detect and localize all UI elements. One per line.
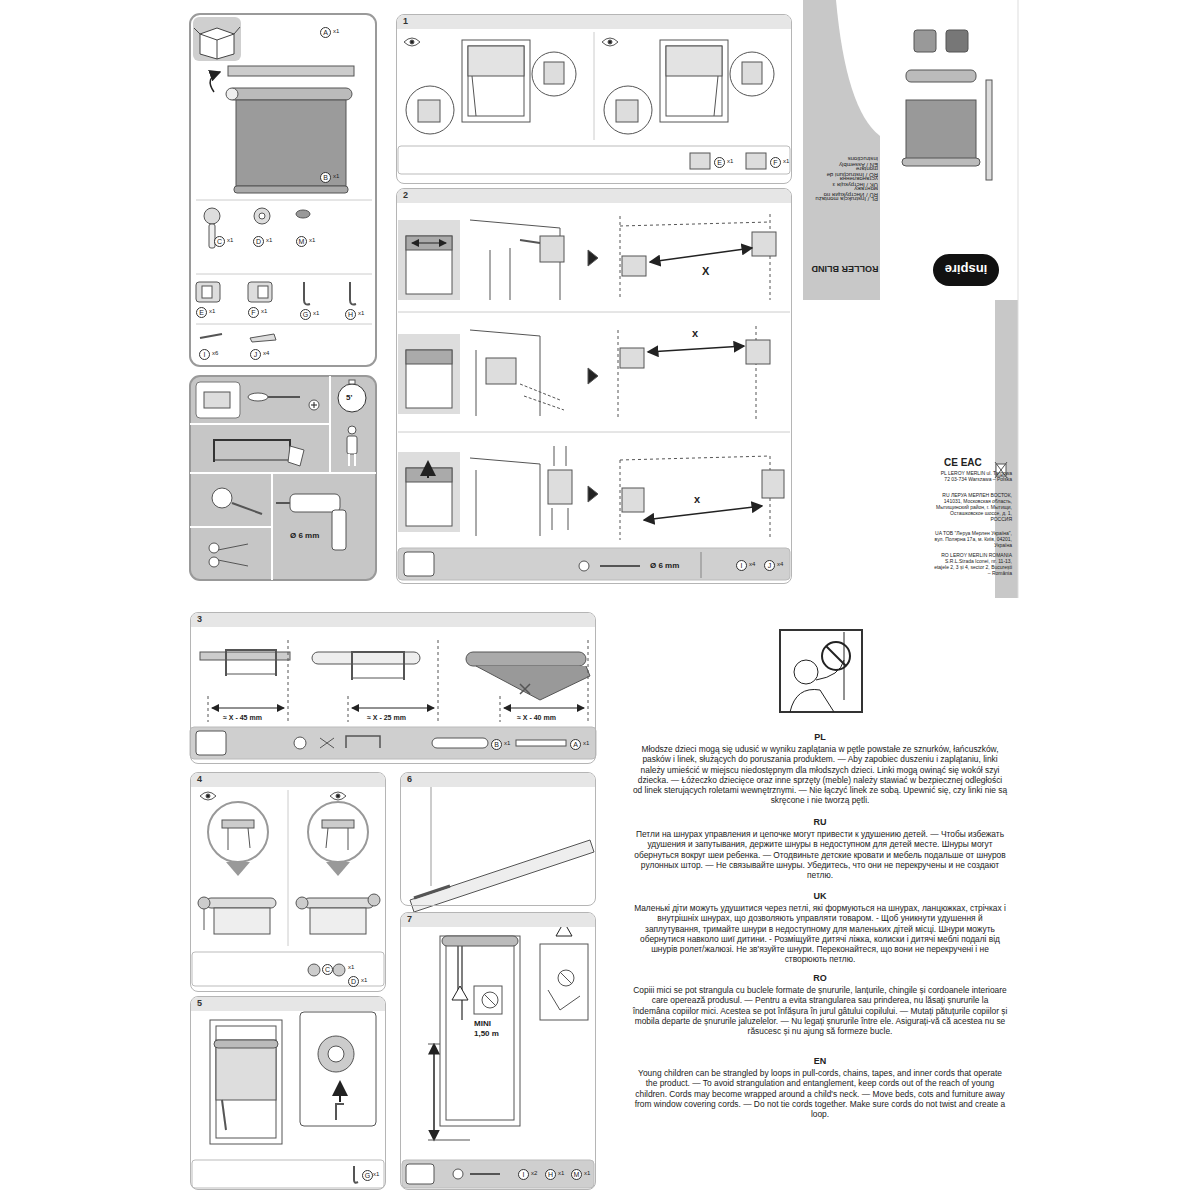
part-letter: I bbox=[199, 349, 210, 360]
quantity: x1 bbox=[358, 310, 364, 316]
certification-mark: CE EAC bbox=[944, 458, 982, 468]
dimension: ≈ X - 25 mm bbox=[366, 714, 407, 721]
part-letter: E bbox=[196, 307, 207, 318]
part-letter: J bbox=[764, 560, 775, 571]
part-letter: I bbox=[736, 560, 747, 571]
step-number: 3 bbox=[197, 615, 202, 624]
step-number: 6 bbox=[407, 775, 412, 784]
part-letter: B bbox=[491, 739, 502, 750]
dimension-label: x bbox=[692, 494, 702, 505]
note: MINI bbox=[474, 1020, 491, 1028]
step-header: 7 bbox=[401, 913, 595, 927]
quantity: x4 bbox=[749, 561, 755, 567]
part-letter: G bbox=[300, 309, 311, 320]
cover-title: EN / Assembly instructions bbox=[812, 156, 878, 168]
step-number: 2 bbox=[403, 191, 408, 200]
language-code: RO bbox=[632, 974, 1008, 983]
part-letter: I bbox=[518, 1169, 529, 1180]
quantity: x1 bbox=[309, 237, 315, 243]
quantity: x1 bbox=[583, 740, 589, 746]
part-letter: M bbox=[296, 236, 307, 247]
part-letter: G bbox=[362, 1170, 373, 1181]
step-panel: 3 bbox=[190, 612, 596, 764]
dimension-label: x bbox=[690, 328, 700, 339]
dimension: ≈ X - 45 mm bbox=[222, 714, 263, 721]
part-letter: C bbox=[322, 964, 333, 975]
step-number: 7 bbox=[407, 915, 412, 924]
quantity: x1 bbox=[227, 237, 233, 243]
quantity: x1 bbox=[333, 28, 339, 34]
part-letter: A bbox=[320, 27, 331, 38]
note: 1,50 m bbox=[474, 1030, 499, 1038]
part-letter: F bbox=[248, 307, 259, 318]
step-panel: 7 bbox=[400, 912, 596, 1190]
step-panel: 5 bbox=[190, 996, 386, 1190]
part-letter: D bbox=[253, 236, 264, 247]
quantity: x1 bbox=[727, 158, 733, 164]
quantity: x4 bbox=[777, 561, 783, 567]
quantity: x1 bbox=[783, 158, 789, 164]
language-code: RU bbox=[632, 818, 1008, 827]
address: RO LEROY MERLIN ROMANIA S.R.L.Strada Ico… bbox=[934, 552, 1012, 576]
note: Ø 6 mm bbox=[290, 532, 319, 540]
language-code: PL bbox=[632, 733, 1008, 742]
language-code: EN bbox=[632, 1057, 1008, 1066]
quantity: x1 bbox=[373, 1171, 379, 1177]
step-header: 3 bbox=[191, 613, 595, 627]
quantity: x1 bbox=[209, 308, 215, 314]
quantity: x2 bbox=[531, 1170, 537, 1176]
step-header: 4 bbox=[191, 773, 385, 787]
quantity: x1 bbox=[504, 740, 510, 746]
step-panel: 2 bbox=[396, 188, 792, 584]
step-number: 4 bbox=[197, 775, 202, 784]
step-panel: 6 bbox=[400, 772, 596, 906]
step-header: 2 bbox=[397, 189, 791, 203]
quantity: x1 bbox=[313, 310, 319, 316]
step-number: 5 bbox=[197, 999, 202, 1008]
step-panel: 4 bbox=[190, 772, 386, 992]
warning-text: Маленькі діти можуть удушитися через пет… bbox=[632, 903, 1008, 965]
part-letter: B bbox=[320, 172, 331, 183]
language-code: UK bbox=[632, 892, 1008, 901]
warning-text: Young children can be strangled by loops… bbox=[632, 1068, 1008, 1119]
product-name: ROLLER BLIND bbox=[810, 264, 880, 273]
step-header: 1 bbox=[397, 15, 791, 29]
warning-text: Copiii mici se pot strangula cu buclele … bbox=[632, 985, 1008, 1036]
part-letter: H bbox=[545, 1169, 556, 1180]
quantity: x6 bbox=[212, 350, 218, 356]
quantity: x1 bbox=[348, 964, 354, 970]
part-letter: F bbox=[770, 157, 781, 168]
part-letter: E bbox=[714, 157, 725, 168]
step-header: 6 bbox=[401, 773, 595, 787]
part-letter: J bbox=[250, 349, 261, 360]
quantity: x1 bbox=[361, 977, 367, 983]
quantity: x1 bbox=[584, 1170, 590, 1176]
dimension-label: X bbox=[700, 266, 711, 277]
part-letter: M bbox=[571, 1169, 582, 1180]
address: UA ТОВ "Леруа Мерлен Україна", вул. Поля… bbox=[934, 530, 1012, 548]
address: PL LEROY MERLIN ul. Targowa 72 03-734 Wa… bbox=[934, 470, 1012, 482]
part-letter: D bbox=[348, 976, 359, 987]
step-number: 1 bbox=[403, 17, 408, 26]
address: RU ЛЕРУА МЕРЛЕН ВОСТОК, 141031, Московск… bbox=[934, 492, 1012, 522]
brand-logo: inspire bbox=[936, 263, 996, 276]
quantity: x4 bbox=[263, 350, 269, 356]
note: 5' bbox=[346, 394, 352, 402]
quantity: x1 bbox=[333, 173, 339, 179]
quantity: x1 bbox=[266, 237, 272, 243]
note: Ø 6 mm bbox=[650, 562, 679, 570]
warning-text: Петли на шнурах управления и цепочке мог… bbox=[632, 829, 1008, 880]
dimension: ≈ X - 40 mm bbox=[516, 714, 557, 721]
part-letter: C bbox=[214, 236, 225, 247]
warning-text: Młodsze dzieci mogą się udusić w wyniku … bbox=[632, 744, 1008, 806]
part-letter: H bbox=[345, 309, 356, 320]
step-header: 5 bbox=[191, 997, 385, 1011]
quantity: x1 bbox=[261, 308, 267, 314]
quantity: x1 bbox=[558, 1170, 564, 1176]
part-letter: A bbox=[570, 739, 581, 750]
